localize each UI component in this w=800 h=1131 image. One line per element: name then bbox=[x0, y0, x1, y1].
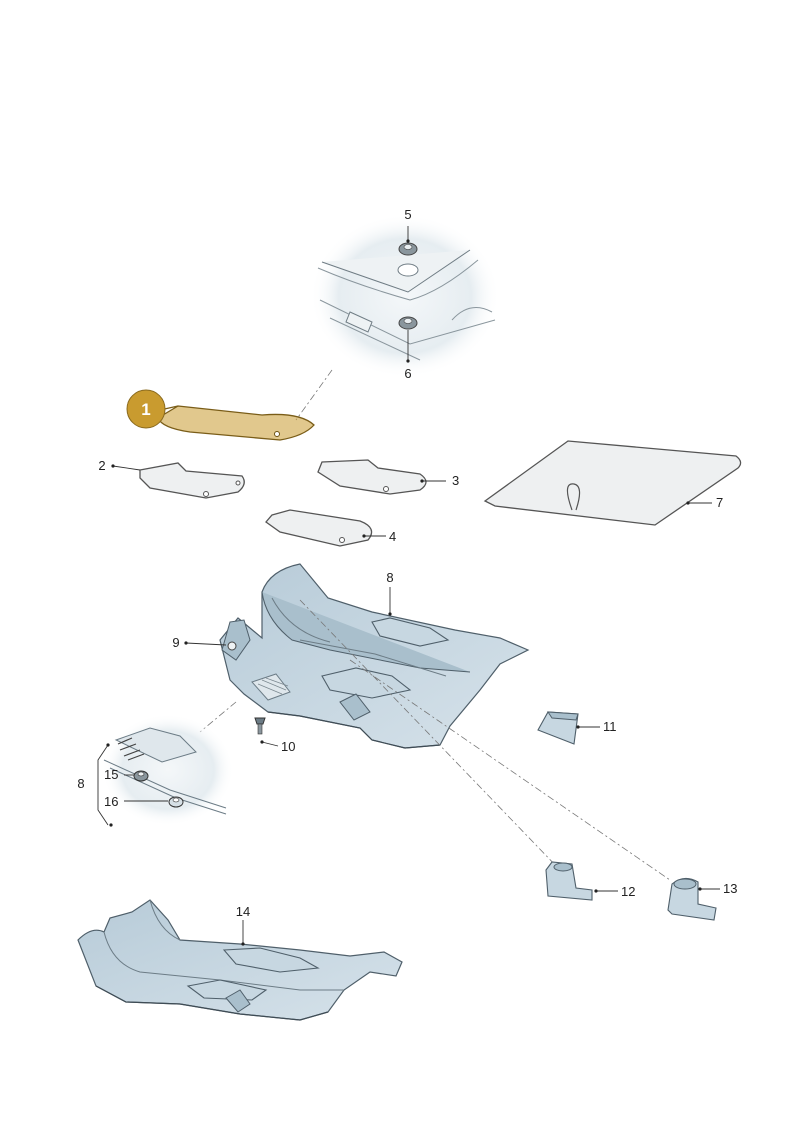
floor-carpet-8 bbox=[219, 563, 530, 749]
callout-15: 15 bbox=[104, 767, 118, 782]
fastener-6-icon bbox=[398, 316, 418, 330]
callout-7: 7 bbox=[716, 495, 723, 510]
mat-4 bbox=[265, 509, 373, 547]
callout-11: 11 bbox=[603, 719, 617, 734]
callout-5: 5 bbox=[404, 207, 411, 222]
callout-8-side: 8 bbox=[77, 776, 84, 791]
detail-lens-top: 5 6 bbox=[295, 207, 500, 421]
part-12 bbox=[545, 861, 593, 901]
callout-9: 9 bbox=[172, 635, 179, 650]
detail-lens-bottom bbox=[102, 714, 234, 826]
callout-16: 16 bbox=[104, 794, 118, 809]
callout-3: 3 bbox=[452, 473, 459, 488]
mat-3 bbox=[317, 459, 427, 495]
fastener-5-icon bbox=[398, 242, 418, 256]
highlight-badge[interactable]: 1 bbox=[126, 389, 166, 429]
callout-8-top: 8 bbox=[386, 570, 393, 585]
highlighted-mat-1[interactable] bbox=[157, 405, 315, 441]
callout-14: 14 bbox=[236, 904, 250, 919]
part-13 bbox=[667, 877, 717, 921]
fastener-16-icon bbox=[168, 796, 184, 808]
mat-1-shape bbox=[157, 405, 315, 441]
callout-4: 4 bbox=[389, 529, 396, 544]
fastener-10-icon bbox=[254, 717, 266, 735]
callout-13: 13 bbox=[723, 881, 737, 896]
callout-12: 12 bbox=[621, 884, 635, 899]
callout-10: 10 bbox=[281, 739, 295, 754]
callout-2: 2 bbox=[98, 458, 105, 473]
fastener-15-icon bbox=[133, 770, 149, 782]
mat-2 bbox=[139, 462, 245, 499]
trunk-mat-7 bbox=[483, 440, 742, 526]
callout-6: 6 bbox=[404, 366, 411, 381]
badge-label: 1 bbox=[141, 400, 150, 419]
part-11 bbox=[537, 711, 579, 745]
floor-carpet-14 bbox=[77, 899, 403, 1021]
